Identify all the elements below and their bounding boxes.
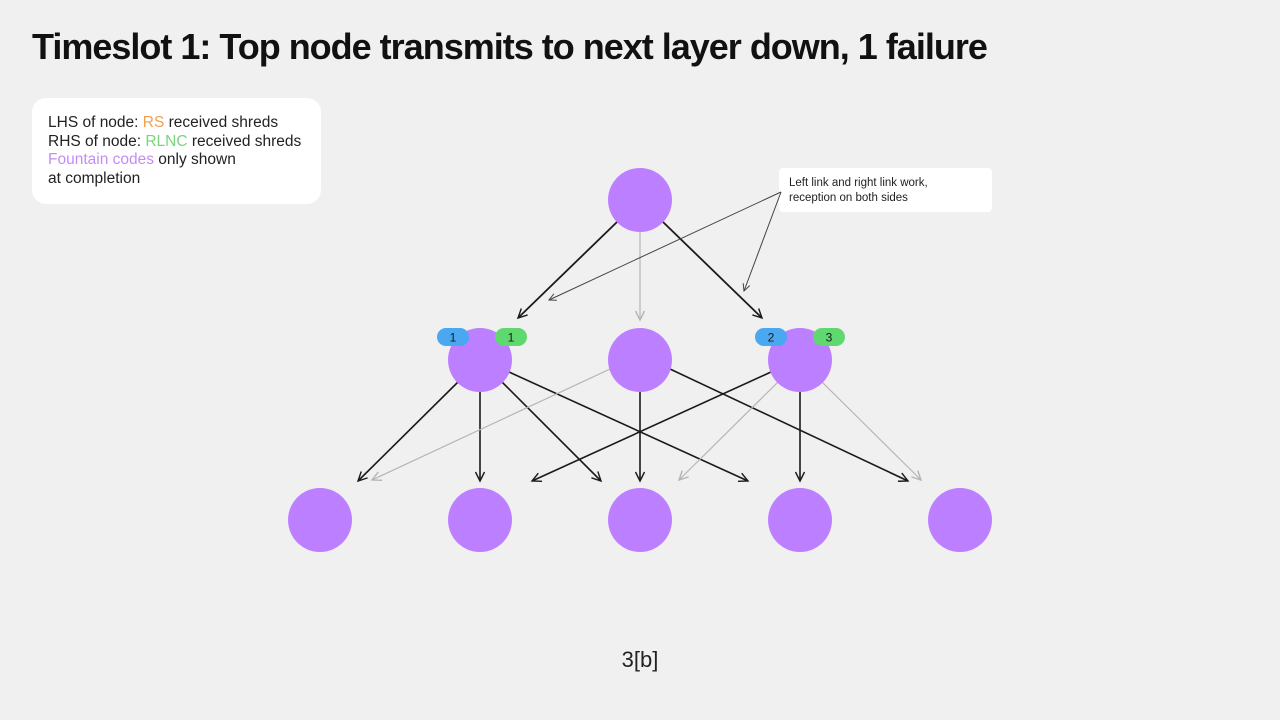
link-left-to-bottom-1	[356, 381, 459, 483]
callout-line-1: Left link and right link work,	[789, 177, 928, 189]
rs-badge-left	[437, 328, 469, 346]
rlnc-badge-left-count: 1	[508, 331, 515, 345]
legend-line-fountain: Fountain codes only shown	[48, 151, 236, 168]
node-middle-right	[768, 328, 832, 392]
legend-line-rhs: RHS of node: RLNC received shreds	[48, 132, 302, 150]
rlnc-badge-left	[495, 328, 527, 346]
node-bottom-3	[608, 488, 672, 552]
slide-title: Timeslot 1: Top node transmits to next l…	[32, 26, 988, 67]
node-bottom-4	[768, 488, 832, 552]
rlnc-badge-right-count: 3	[826, 331, 833, 345]
link-left-to-bottom-4	[508, 371, 750, 483]
node-middle-center	[608, 328, 672, 392]
link-top-to-left	[516, 221, 618, 320]
node-bottom-2	[448, 488, 512, 552]
rs-badge-right	[755, 328, 787, 346]
legend-rlnc-label: RLNC	[145, 132, 188, 150]
callout-box: Left link and right link work, reception…	[779, 168, 992, 212]
failed-link-right-to-bottom-3	[677, 381, 779, 482]
link-middle-to-bottom-5	[669, 368, 910, 482]
callout-line-2: reception on both sides	[789, 191, 908, 204]
failed-link-middle-to-bottom-1	[370, 368, 611, 481]
failed-link-right-to-bottom-5	[821, 381, 923, 482]
callout-pointer-right	[742, 191, 782, 293]
link-right-to-bottom-2	[530, 371, 772, 483]
legend-fountain-label: Fountain codes	[48, 151, 154, 168]
legend-line-lhs: LHS of node: RS received shreds	[48, 114, 279, 131]
link-left-to-bottom-3	[501, 381, 603, 483]
node-top	[608, 168, 672, 232]
legend-line-completion: at completion	[48, 169, 141, 187]
rlnc-badge-right	[813, 328, 845, 346]
page-number: 3[b]	[621, 647, 659, 672]
legend-box: LHS of node: RS received shreds RHS of n…	[32, 98, 321, 204]
link-top-to-right	[662, 221, 764, 320]
rs-badge-left-count: 1	[450, 331, 457, 345]
callout-pointer-left	[547, 191, 782, 301]
node-bottom-1	[288, 488, 352, 552]
legend-rs-label: RS	[142, 114, 165, 131]
node-bottom-5	[928, 488, 992, 552]
rs-badge-right-count: 2	[768, 331, 775, 345]
